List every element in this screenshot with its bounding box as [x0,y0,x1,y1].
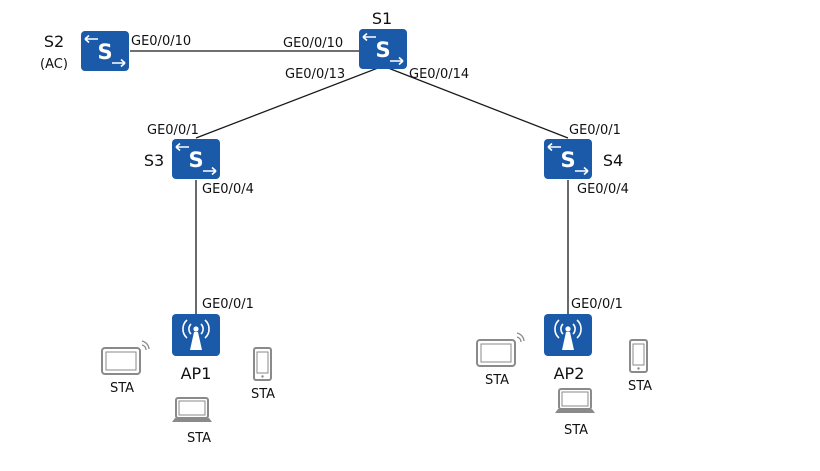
laptop-icon[interactable] [554,388,596,414]
laptop-icon[interactable] [171,397,213,423]
link-s1-s4 [382,65,569,139]
sta-label: STA [187,431,211,446]
port-label-s1-ge0-0-13: GE0/0/13 [285,67,345,82]
port-label-s2-ge0-0-10: GE0/0/10 [131,34,191,49]
ap2-label: AP2 [554,364,585,383]
s3-label: S3 [144,151,164,170]
sta-label: STA [110,381,134,396]
port-label-s4-ge0-0-4: GE0/0/4 [577,182,629,197]
sta-label: STA [485,373,509,388]
tablet-icon[interactable] [476,332,525,367]
s2-label: S2 [44,32,64,51]
s2-role-label: (AC) [40,57,68,72]
switch-icon[interactable] [543,138,593,180]
port-label-s3-ge0-0-4: GE0/0/4 [202,182,254,197]
tablet-icon[interactable] [101,340,150,375]
phone-icon[interactable] [253,347,272,381]
access-point-icon[interactable] [171,313,221,357]
switch-icon[interactable] [171,138,221,180]
s4-label: S4 [603,151,623,170]
link-s1-s3 [195,65,384,139]
phone-icon[interactable] [629,339,648,373]
port-label-s1-ge0-0-10: GE0/0/10 [283,36,343,51]
s1-label: S1 [372,9,392,28]
sta-label: STA [251,387,275,402]
port-label-s3-ge0-0-1: GE0/0/1 [147,123,199,138]
ap1-label: AP1 [181,364,212,383]
port-label-ap1-ge0-0-1: GE0/0/1 [202,297,254,312]
port-label-ap2-ge0-0-1: GE0/0/1 [571,297,623,312]
access-point-icon[interactable] [543,313,593,357]
switch-icon[interactable] [358,28,408,70]
sta-label: STA [628,379,652,394]
sta-label: STA [564,423,588,438]
port-label-s1-ge0-0-14: GE0/0/14 [409,67,469,82]
switch-icon[interactable] [80,30,130,72]
port-label-s4-ge0-0-1: GE0/0/1 [569,123,621,138]
